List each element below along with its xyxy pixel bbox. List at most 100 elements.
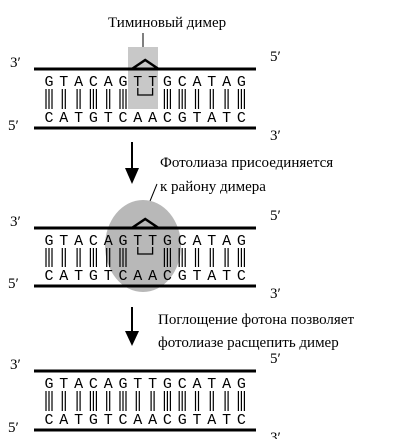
bottom-base: A — [59, 412, 68, 429]
dimer-highlight — [128, 47, 158, 109]
bottom-base: C — [118, 110, 127, 127]
down-arrow-2-head — [125, 331, 139, 346]
top-right-end-label: 5′ — [270, 351, 281, 367]
top-base: A — [104, 233, 113, 250]
bottom-base: G — [89, 268, 98, 285]
step1-caption-line2: к району димера — [160, 179, 266, 195]
top-base: G — [163, 376, 172, 393]
bottom-base: T — [74, 268, 83, 285]
bottom-base: G — [178, 268, 187, 285]
bottom-right-end-label: 3′ — [270, 286, 281, 302]
top-base: T — [148, 233, 157, 250]
top-base: A — [222, 74, 231, 91]
top-base: T — [59, 233, 68, 250]
top-base: A — [104, 376, 113, 393]
top-base: T — [207, 376, 216, 393]
step2-caption-line1: Поглощение фотона позволяет — [158, 312, 354, 328]
bottom-base: A — [133, 412, 142, 429]
top-right-end-label: 5′ — [270, 49, 281, 65]
top-base: G — [163, 233, 172, 250]
bottom-base: G — [89, 110, 98, 127]
bottom-base: T — [192, 412, 201, 429]
top-base: G — [237, 376, 246, 393]
top-left-end-label: 3′ — [10, 357, 21, 373]
bottom-left-end-label: 5′ — [8, 118, 19, 134]
top-left-end-label: 3′ — [10, 214, 21, 230]
top-base: G — [44, 74, 53, 91]
bottom-base: C — [118, 412, 127, 429]
top-base: T — [207, 74, 216, 91]
bottom-base: T — [192, 268, 201, 285]
top-base: C — [89, 74, 98, 91]
bottom-left-end-label: 5′ — [8, 420, 19, 436]
top-base: C — [89, 233, 98, 250]
top-base: A — [74, 376, 83, 393]
top-base: T — [133, 233, 142, 250]
top-right-end-label: 5′ — [270, 208, 281, 224]
top-base: G — [118, 376, 127, 393]
top-base: C — [178, 74, 187, 91]
top-base: T — [148, 376, 157, 393]
step2-caption-line2: фотолиазе расщепить димер — [158, 335, 339, 351]
bottom-base: C — [237, 412, 246, 429]
bottom-base: T — [222, 412, 231, 429]
bottom-base: C — [44, 268, 53, 285]
top-base: A — [222, 376, 231, 393]
bottom-base: T — [74, 412, 83, 429]
thymine-dimer-bond — [137, 88, 154, 96]
top-left-end-label: 3′ — [10, 55, 21, 71]
bottom-base: T — [104, 110, 113, 127]
top-base: C — [178, 233, 187, 250]
top-base: G — [118, 233, 127, 250]
top-base: G — [44, 376, 53, 393]
step1-caption-line1: Фотолиаза присоединяется — [160, 155, 333, 171]
bottom-base: A — [207, 110, 216, 127]
top-base: A — [192, 376, 201, 393]
bottom-base: C — [237, 110, 246, 127]
bottom-base: G — [89, 412, 98, 429]
top-base: T — [133, 74, 142, 91]
bottom-base: A — [148, 412, 157, 429]
down-arrow-1-head — [125, 168, 139, 184]
bottom-base: A — [148, 268, 157, 285]
bottom-base: C — [237, 268, 246, 285]
top-base: C — [89, 376, 98, 393]
bottom-base: T — [222, 268, 231, 285]
bottom-base: C — [163, 268, 172, 285]
top-base: C — [178, 376, 187, 393]
bottom-base: G — [178, 110, 187, 127]
top-base: A — [192, 74, 201, 91]
photolyase-enzyme — [105, 200, 181, 292]
bottom-base: A — [59, 268, 68, 285]
top-base: A — [192, 233, 201, 250]
bottom-base: A — [133, 110, 142, 127]
bottom-base: C — [44, 110, 53, 127]
bottom-base: T — [222, 110, 231, 127]
thymine-dimer-bond — [137, 247, 154, 255]
top-base: T — [133, 376, 142, 393]
top-base: T — [59, 74, 68, 91]
top-base: G — [163, 74, 172, 91]
bottom-right-end-label: 3′ — [270, 430, 281, 439]
bottom-base: A — [133, 268, 142, 285]
top-base: G — [237, 74, 246, 91]
bottom-base: T — [104, 412, 113, 429]
bottom-base: A — [59, 110, 68, 127]
top-base: T — [148, 74, 157, 91]
step-photon-absorption: Поглощение фотона позволяет фотолиазе ра… — [125, 307, 354, 351]
bottom-base: T — [192, 110, 201, 127]
backbone-distortion — [131, 217, 160, 230]
bottom-base: C — [163, 110, 172, 127]
top-base: T — [207, 233, 216, 250]
panel-dimer: Тиминовый димер 3′5′5′3′GCTAATCGATGCTATA… — [8, 15, 281, 144]
top-base: G — [44, 233, 53, 250]
backbone-distortion — [131, 58, 160, 71]
bottom-base: G — [178, 412, 187, 429]
top-base: A — [222, 233, 231, 250]
dimer-label: Тиминовый димер — [108, 15, 226, 31]
bottom-base: A — [207, 268, 216, 285]
top-base: A — [74, 74, 83, 91]
